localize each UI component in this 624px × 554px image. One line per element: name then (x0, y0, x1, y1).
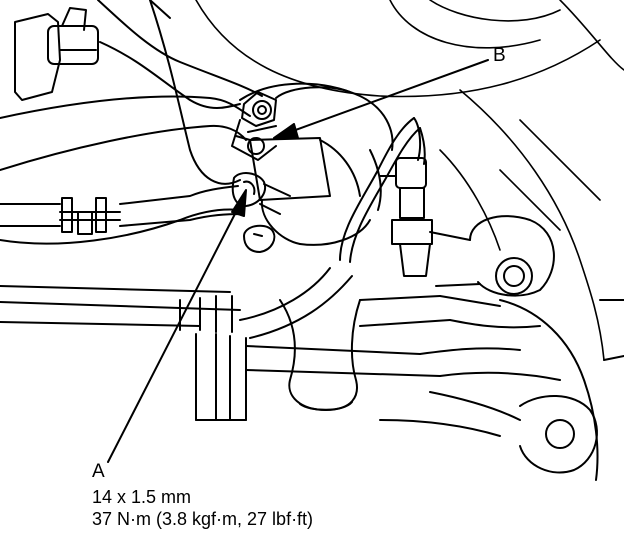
lower-right-housing (379, 299, 624, 481)
lower-left-large-hose (0, 0, 241, 245)
torque-spec: 14 x 1.5 mm 37 N·m (3.8 kgf·m, 27 lbf·ft… (92, 486, 313, 530)
torque-value-text: 37 N·m (3.8 kgf·m, 27 lbf·ft) (92, 509, 314, 529)
callout-label-b: B (493, 45, 506, 66)
leader-line-a (107, 189, 247, 463)
leader-line-b (273, 59, 489, 139)
metal-pressure-pipe (239, 117, 426, 339)
bolt-size-text: 14 x 1.5 mm (92, 487, 192, 507)
background-engine-body (195, 0, 624, 361)
left-line-clamp (59, 197, 121, 235)
upper-left-clamp (14, 7, 99, 101)
steering-pump-housing (239, 82, 394, 246)
left-hose-bundle (0, 95, 251, 227)
callout-label-a: A (92, 461, 105, 482)
flare-nut-fitting-a (231, 172, 291, 215)
upper-hose (97, 0, 263, 109)
center-mounting-bolt (243, 224, 276, 253)
right-pipe-fitting (379, 157, 433, 277)
right-mount-boss (429, 215, 555, 297)
lower-gearbox-body (0, 285, 561, 421)
banjo-fitting-b (231, 91, 277, 161)
